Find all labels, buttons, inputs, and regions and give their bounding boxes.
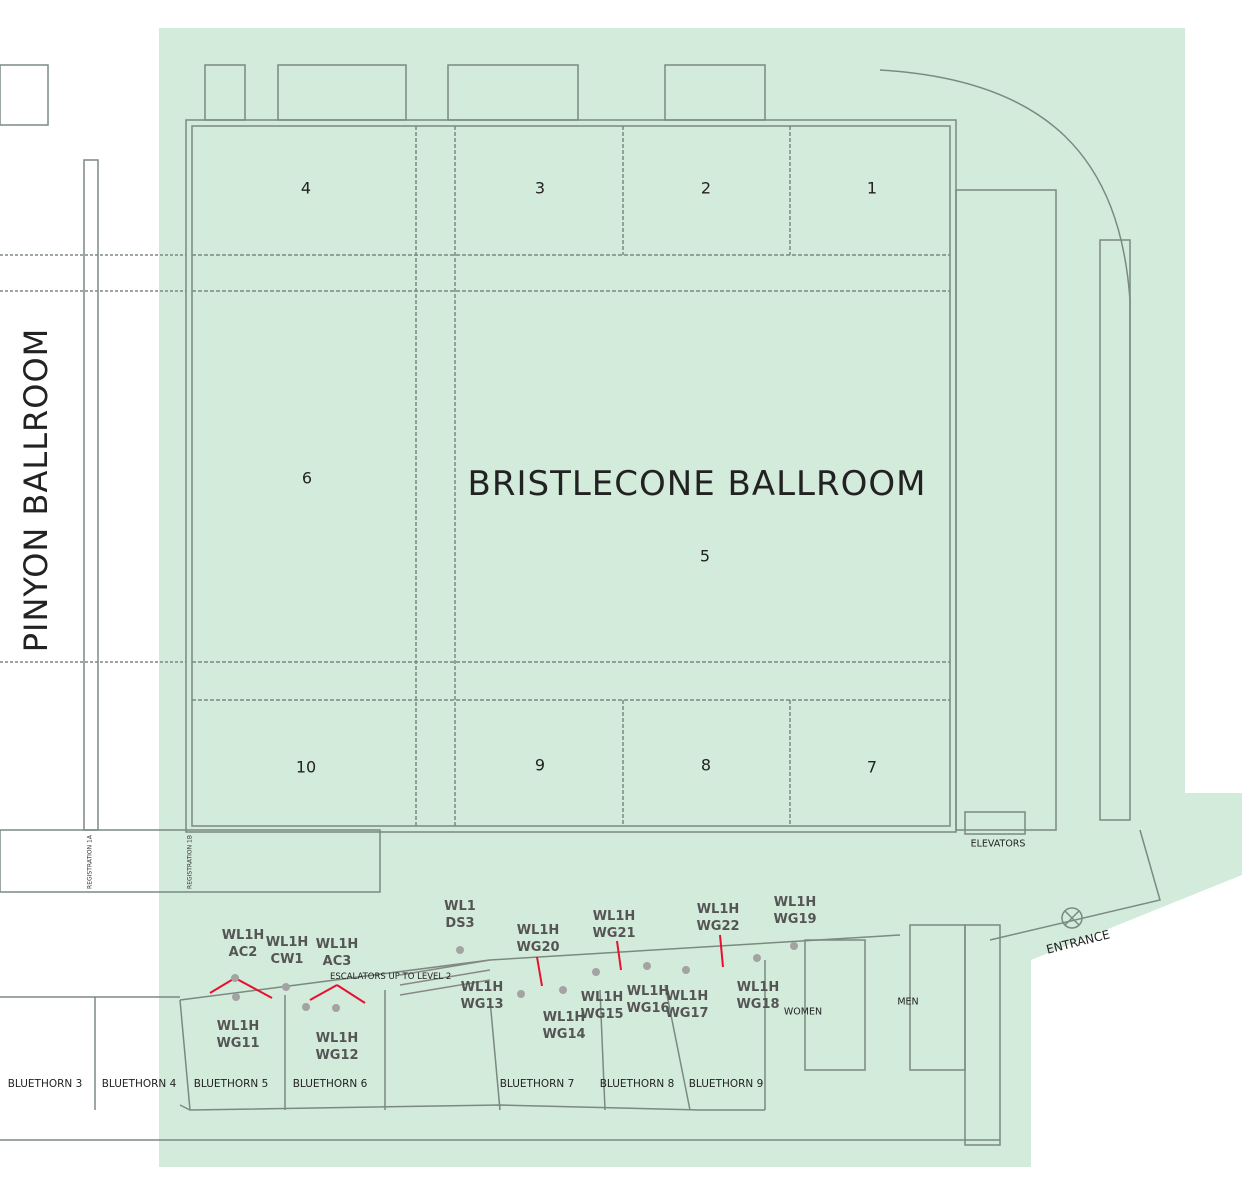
section-9: 9	[534, 755, 546, 775]
room-bluethorn-9: BLUETHORN 9	[688, 1078, 764, 1090]
section-6: 6	[301, 468, 313, 488]
ap-marker	[559, 986, 567, 994]
women-restroom-label: WOMEN	[783, 1006, 823, 1018]
registration-1a-label: REGISTRATION 1A	[86, 835, 94, 889]
section-2: 2	[700, 178, 712, 198]
ap-marker	[643, 962, 651, 970]
room-bluethorn-7: BLUETHORN 7	[499, 1078, 575, 1090]
walls	[0, 64, 1161, 1146]
room-bluethorn-5: BLUETHORN 5	[193, 1078, 269, 1090]
section-3: 3	[534, 178, 546, 198]
men-restroom-label: MEN	[897, 996, 919, 1008]
registration-1b-label: REGISTRATION 1B	[186, 835, 194, 889]
ap-marker	[231, 974, 239, 982]
ap-marker	[592, 968, 600, 976]
ap-marker	[790, 942, 798, 950]
venue-area	[159, 28, 1242, 1167]
ap-marker	[232, 993, 240, 1001]
room-bluethorn-6: BLUETHORN 6	[292, 1078, 368, 1090]
pinyon-ballroom-label: PINYON BALLROOM	[17, 327, 55, 653]
section-7: 7	[866, 757, 878, 777]
section-5: 5	[699, 546, 711, 566]
access-point-markers	[231, 942, 798, 1012]
section-8: 8	[700, 755, 712, 775]
ap-marker	[753, 954, 761, 962]
section-10: 10	[295, 757, 317, 777]
ap-marker	[456, 946, 464, 954]
ap-marker	[682, 966, 690, 974]
ap-marker	[302, 1003, 310, 1011]
antenna-links	[209, 934, 724, 1004]
ap-marker	[332, 1004, 340, 1012]
ap-marker	[517, 990, 525, 998]
section-4: 4	[300, 178, 312, 198]
ap-marker	[282, 983, 290, 991]
escalators-label: ESCALATORS UP TO LEVEL 2	[330, 972, 452, 982]
section-1: 1	[866, 178, 878, 198]
ballroom-title: BRISTLECONE BALLROOM	[467, 464, 927, 504]
room-bluethorn-8: BLUETHORN 8	[599, 1078, 675, 1090]
room-bluethorn-4: BLUETHORN 4	[101, 1078, 177, 1090]
room-bluethorn-3: BLUETHORN 3	[7, 1078, 83, 1090]
elevators-label: ELEVATORS	[970, 838, 1026, 850]
